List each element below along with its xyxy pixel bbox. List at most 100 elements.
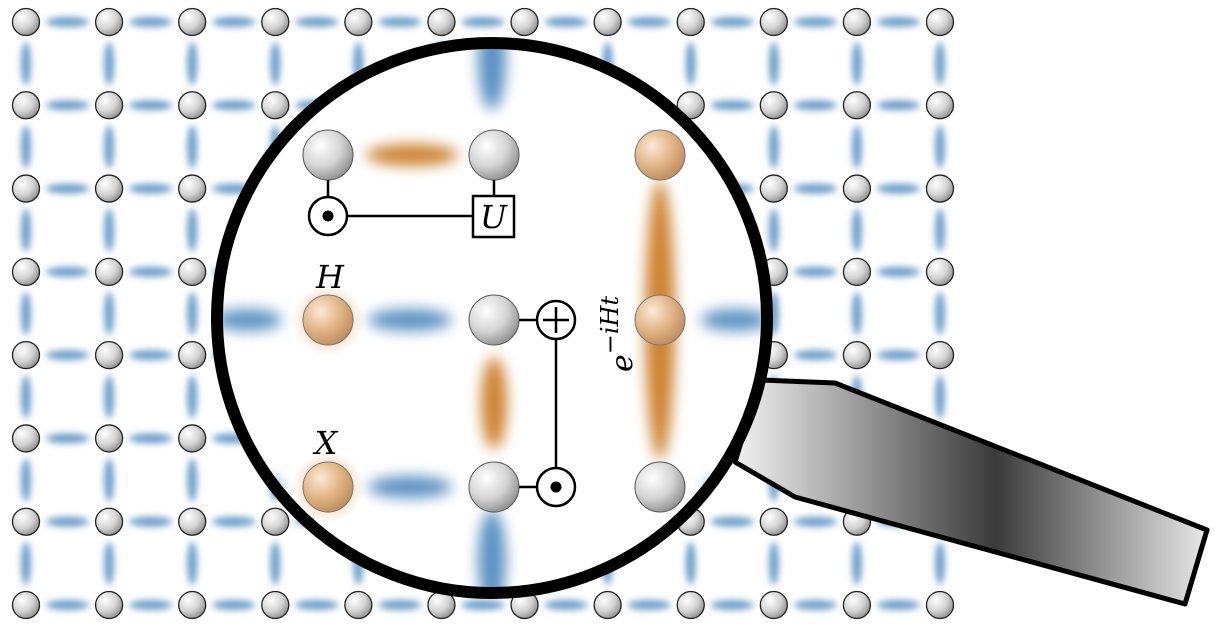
lattice-bond-vertical — [104, 291, 115, 336]
lattice-bond-vertical — [851, 291, 862, 336]
lattice-bond-vertical — [935, 208, 945, 252]
lattice-atom — [178, 91, 207, 120]
lattice-bond-horizontal — [129, 183, 173, 194]
lattice-atom — [178, 424, 207, 453]
lattice-bond-vertical — [104, 41, 115, 86]
lattice-bond-vertical — [270, 41, 281, 86]
lattice-atom — [94, 91, 124, 120]
lattice-atom — [94, 507, 124, 536]
lattice-bond-horizontal — [461, 600, 505, 610]
lattice-atom — [178, 257, 207, 287]
cnot-gate — [519, 299, 577, 508]
lattice-bond-horizontal — [461, 17, 505, 27]
lattice-atom — [11, 340, 41, 370]
lattice-bond-vertical — [270, 541, 281, 586]
lattice-bond-vertical — [851, 125, 862, 169]
lattice-atom — [94, 7, 124, 37]
lattice-atom — [178, 7, 207, 37]
evolution-base: e — [605, 354, 640, 372]
lattice-atom — [344, 590, 373, 620]
lattice-bond-vertical — [187, 291, 198, 336]
lattice-bond-horizontal — [45, 600, 90, 610]
lattice-bond-horizontal — [710, 100, 754, 111]
lattice-bond-vertical — [21, 125, 31, 169]
lattice-bond-horizontal — [710, 17, 754, 27]
lattice-bond-horizontal — [710, 600, 754, 610]
lattice-atom — [11, 174, 41, 203]
lattice-bond-vertical — [187, 375, 198, 419]
lattice-bond-horizontal — [876, 266, 921, 277]
lattice-atom — [11, 424, 41, 453]
lattice-atom — [178, 340, 207, 370]
lattice-bond-horizontal — [876, 100, 921, 111]
lattice-atom — [261, 7, 290, 37]
lattice-bond-horizontal — [129, 17, 173, 27]
lattice-atom — [925, 590, 955, 620]
lattice-bond-vertical — [21, 291, 31, 336]
lattice-bond-horizontal — [710, 516, 754, 527]
lattice-bond-vertical — [21, 375, 31, 419]
lattice-bond-horizontal — [544, 600, 588, 610]
lattice-bond-horizontal — [295, 600, 339, 610]
atom-target-u — [468, 129, 520, 181]
svg-text:e−iHt: e−iHt — [596, 296, 640, 372]
magnifier-rim — [211, 37, 773, 599]
lattice-atom — [510, 7, 539, 37]
x-gate-label: X — [312, 424, 339, 462]
lattice-bond-horizontal — [212, 17, 256, 27]
lattice-atom — [925, 91, 955, 120]
lattice-bond-vertical — [187, 541, 198, 586]
lattice-bond-horizontal — [129, 516, 173, 527]
lattice-bond-vertical — [768, 41, 779, 86]
lattice-atom — [842, 91, 872, 120]
lattice-bond-vertical — [685, 41, 696, 86]
lattice-atom — [11, 507, 41, 536]
interaction-bonds — [366, 144, 675, 460]
lattice-atom — [94, 340, 124, 370]
lattice-atom — [676, 590, 705, 620]
lattice-bond-horizontal — [793, 183, 837, 194]
lattice-atom — [11, 91, 41, 120]
lattice-atom — [427, 7, 456, 37]
lattice-atom — [759, 507, 788, 536]
lattice-atom — [94, 424, 124, 453]
lattice-bond-vertical — [187, 125, 198, 169]
lattice-bond-vertical — [21, 208, 31, 252]
lattice-bond-horizontal — [212, 100, 256, 111]
lattice-atom — [593, 590, 622, 620]
lattice-atom — [759, 7, 788, 37]
lattice-bond-vertical — [21, 458, 31, 502]
atom-cnot-control — [468, 461, 520, 513]
lattice-atom — [178, 174, 207, 203]
lattice-bond-vertical — [21, 541, 31, 586]
lattice-bond-horizontal — [295, 17, 339, 27]
lattice-bond-vertical — [104, 458, 115, 502]
lattice-bond-vertical — [104, 125, 115, 169]
lattice-bond-vertical — [104, 375, 115, 419]
lattice-bond-vertical — [935, 541, 945, 586]
lattice-bond-vertical — [768, 208, 779, 252]
lattice-bond-horizontal — [129, 266, 173, 277]
lattice-atom — [759, 91, 788, 120]
lattice-bond-horizontal — [793, 100, 837, 111]
lattice-atom — [676, 91, 705, 120]
lattice-atom — [842, 7, 872, 37]
lattice-atom — [925, 340, 955, 370]
lattice-atom — [925, 257, 955, 287]
lattice-atom — [842, 590, 872, 620]
lattice-atom — [261, 590, 290, 620]
lattice-atom — [759, 590, 788, 620]
lattice-bond-horizontal — [627, 600, 671, 610]
atom-cnot-target — [468, 294, 520, 346]
atom-control-u — [302, 129, 354, 181]
lattice-atom — [925, 174, 955, 203]
magnifier-handle — [732, 377, 1210, 607]
lattice-bond-horizontal — [793, 516, 837, 527]
lattice-bond-vertical — [935, 375, 945, 419]
lattice-bond-horizontal — [627, 17, 671, 27]
lattice-atom — [759, 174, 788, 203]
lattice-atom — [344, 7, 373, 37]
lattice-bond-vertical — [21, 41, 31, 86]
atom-h — [302, 294, 354, 346]
